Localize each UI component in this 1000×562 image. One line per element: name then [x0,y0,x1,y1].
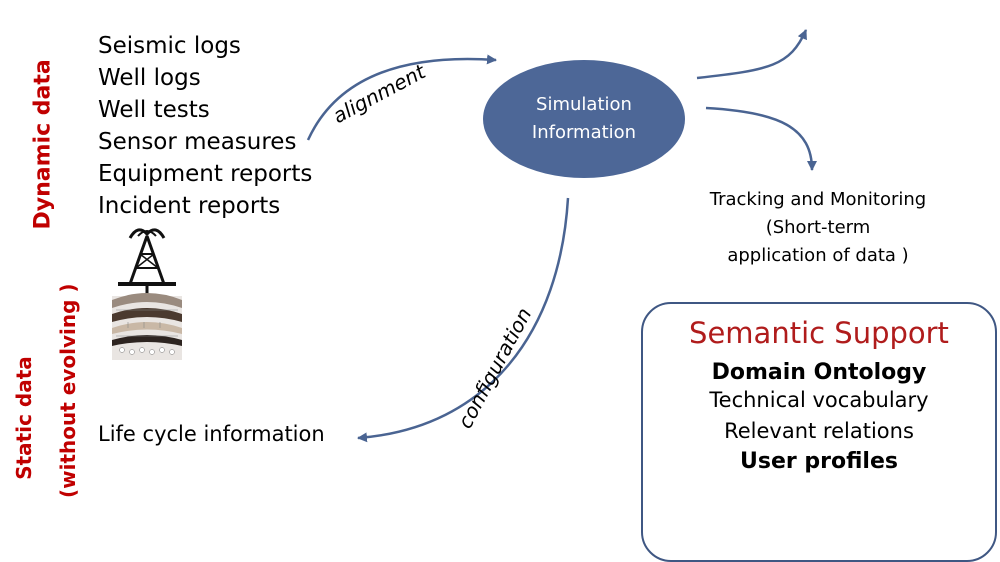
list-item: Incident reports [98,193,281,219]
node-label-line2: Information [531,122,637,143]
connector-arrows [306,29,817,443]
simulation-information-node: Simulation Information [483,60,685,178]
list-item: Sensor measures [98,129,297,155]
dynamic-data-list: Seismic logs Well logs Well tests Sensor… [98,30,312,222]
alignment-arrow [306,54,497,141]
semantic-support-box: Semantic Support Domain Ontology Technic… [641,302,997,562]
tracking-arrow [705,106,817,171]
upper-output-arrow [696,29,808,80]
list-item: Equipment reports [98,161,313,187]
node-label-line1: Simulation [536,94,632,115]
tracking-monitoring-text: Tracking and Monitoring (Short-term appl… [690,186,946,270]
life-cycle-information: Life cycle information [98,422,325,446]
tracking-line3: application of data ) [727,245,909,266]
tracking-line2: (Short-term [765,217,871,238]
relevant-relations-item: Relevant relations [724,419,914,443]
domain-ontology-heading: Domain Ontology [711,360,927,385]
oil-derrick-icon [112,228,182,360]
list-item: Well tests [98,97,210,123]
configuration-arrow [357,197,570,443]
semantic-support-title: Semantic Support [689,316,949,350]
list-item: Seismic logs [98,33,241,59]
tracking-line1: Tracking and Monitoring [709,189,927,210]
technical-vocabulary-item: Technical vocabulary [709,388,929,412]
user-profiles-heading: User profiles [740,449,898,474]
list-item: Well logs [98,65,201,91]
